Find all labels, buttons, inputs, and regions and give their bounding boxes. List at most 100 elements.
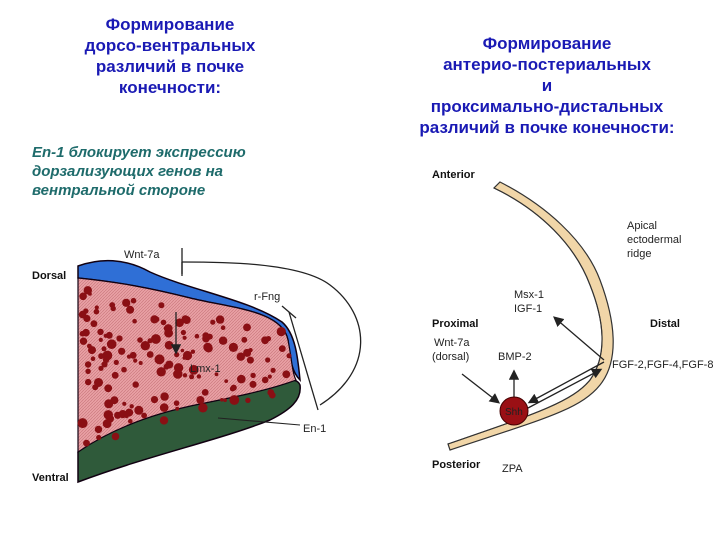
zpa-label: ZPA [502, 463, 523, 475]
mesenchyme-dot [79, 292, 87, 301]
distal-label: Distal [650, 318, 680, 330]
mesenchyme-dot [270, 367, 276, 373]
mesenchyme-dot [84, 361, 92, 368]
mesenchyme-dot [276, 327, 286, 337]
mesenchyme-dot [261, 376, 269, 384]
mesenchyme-dot [79, 330, 86, 337]
msx-arrow [553, 316, 605, 361]
mesenchyme-dot [98, 353, 105, 360]
mesenchyme-dot [128, 418, 133, 424]
mesenchyme-dot [111, 432, 120, 441]
mesenchyme-dot [158, 302, 165, 309]
shh-to-fgf-arrow [527, 368, 603, 409]
shh-label: Shh [505, 407, 523, 418]
left-title: Формирование дорсо-вентральных различий … [40, 14, 300, 98]
en1-pointer [217, 417, 301, 426]
mesenchyme-dot [286, 353, 292, 359]
mesenchyme-dot [180, 329, 186, 336]
note-line: En-1 блокирует экспрессию [32, 144, 246, 161]
mesenchyme-dot [196, 396, 205, 404]
mesenchyme-dot [194, 333, 200, 339]
fgf-label: FGF-2,FGF-4,FGF-8 [612, 359, 713, 371]
mesenchyme-dot [130, 297, 137, 304]
mesenchyme-dot [118, 347, 126, 355]
posterior-label: Posterior [432, 459, 481, 471]
mesenchyme-dot [98, 337, 103, 342]
mesenchyme-dot [104, 384, 113, 393]
mesenchyme-dot [105, 331, 113, 339]
mesenchyme-dot [134, 405, 144, 415]
en1-label: En-1 [303, 423, 326, 435]
mesenchyme-dot [129, 351, 137, 359]
mesenchyme-dot [163, 363, 170, 370]
mesenchyme-dot [229, 395, 240, 405]
aer-label-line: ectodermal [627, 234, 681, 246]
mesenchyme-dot [250, 372, 256, 379]
mesenchyme-dot [160, 319, 167, 326]
wnt7a-label: Wnt-7a [124, 249, 160, 261]
mesenchyme-dot [269, 391, 276, 399]
mesenchyme-dot [113, 359, 119, 365]
mesenchyme-dot [126, 305, 135, 314]
mesenchyme-dot [132, 381, 139, 388]
mesenchyme-dot [163, 326, 168, 331]
mesenchyme-dot [278, 345, 286, 352]
mesenchyme-dot [132, 318, 137, 324]
mesenchyme-dot [133, 358, 138, 363]
mesenchyme-dot [228, 342, 238, 352]
right-title: Формирование антерио-постериальных и про… [378, 33, 716, 138]
mesenchyme-dot [267, 374, 272, 379]
mesenchyme-dot [159, 416, 169, 425]
bmp2-label: BMP-2 [498, 351, 532, 363]
wnt-arrow [461, 373, 501, 404]
mesenchyme-dot [83, 286, 93, 295]
mesenchyme-dot [96, 434, 102, 441]
mesenchyme-dot [122, 401, 127, 406]
mesenchyme-dot [101, 346, 107, 352]
fgf-to-shh-arrow [527, 361, 605, 404]
mesenchyme-dot [110, 305, 116, 312]
mesenchyme-dot [164, 328, 174, 338]
mesenchyme-dot [230, 384, 237, 391]
rfng-line [288, 311, 319, 411]
wnt7a-right-label: Wnt-7a [434, 337, 470, 349]
note-line: вентральной стороне [32, 182, 206, 199]
mesenchyme-dot [159, 403, 169, 412]
mesenchyme-dot [151, 334, 161, 344]
mesenchyme-dot [182, 373, 188, 378]
mesenchyme-dot [190, 349, 196, 354]
mesenchyme-dot [164, 340, 174, 350]
mesenchyme-dot [141, 412, 148, 419]
mesenchyme-dot [129, 404, 134, 409]
limb-ectoderm-band-outer [447, 187, 603, 445]
mesenchyme-dot [214, 372, 219, 377]
mesenchyme-dot [90, 320, 98, 328]
mesenchyme-dot [102, 356, 110, 363]
mesenchyme-dot [243, 323, 251, 332]
mesenchyme-dot [220, 398, 224, 402]
mesenchyme-dot [122, 298, 131, 307]
mesenchyme-dot [79, 337, 88, 345]
mesenchyme-dot [104, 399, 114, 409]
mesenchyme-dot [126, 354, 132, 359]
mesenchyme-dot [189, 365, 199, 375]
right-title-line: проксимально-дистальных [430, 97, 664, 116]
msx1-label: Msx-1 [514, 289, 544, 301]
mesenchyme-dot [111, 371, 119, 379]
limb-ectoderm-band [447, 181, 614, 451]
mesenchyme-dot [137, 337, 143, 343]
mesenchyme-dot [121, 366, 127, 373]
mesenchyme-dot [202, 332, 210, 340]
dorsoventral-limb-diagram: Dorsal Ventral Wnt-7a r-Fng Lmx-1 En-1 [32, 248, 362, 484]
mesenchyme-dot [237, 374, 246, 384]
mesenchyme-dot [265, 357, 271, 363]
mesenchyme-dot [246, 356, 254, 364]
mesenchyme-dot [106, 339, 117, 350]
mesenchyme-dot [201, 389, 209, 396]
mesenchyme-dots [77, 286, 292, 447]
mesenchyme-dot [203, 342, 213, 352]
mesenchyme-dot [83, 439, 90, 447]
mesenchyme-dot [98, 365, 104, 371]
mesenchyme-dot [173, 363, 184, 373]
